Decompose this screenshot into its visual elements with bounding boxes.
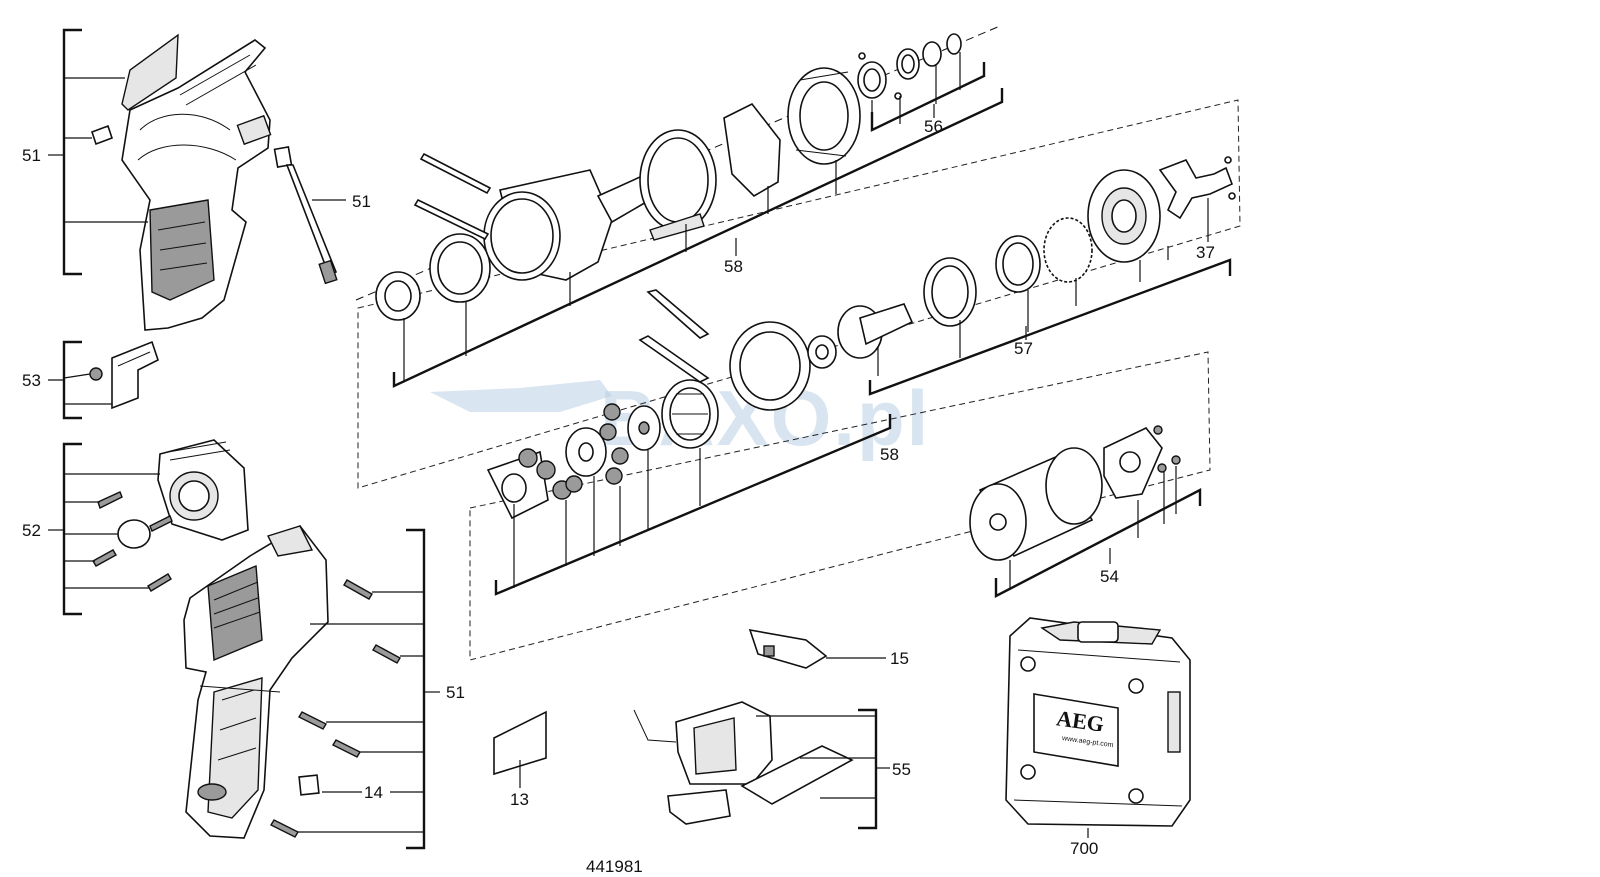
label-54: 54	[1100, 567, 1119, 586]
housing-half-part	[90, 33, 272, 331]
bracket-56	[870, 62, 986, 132]
label-700: 700	[1070, 839, 1098, 858]
carry-case: AEG www.aeg-pt.com	[1005, 617, 1191, 838]
bracket-51-top	[62, 28, 82, 276]
bracket-58-lower	[494, 414, 892, 596]
front-cap-part	[92, 439, 249, 592]
sticker-part	[493, 710, 547, 788]
assembly-frame-upper	[357, 99, 1241, 489]
label-58-upper: 58	[724, 257, 743, 276]
bracket-53	[62, 340, 82, 420]
label-58-lower: 58	[880, 445, 899, 464]
bracket-54	[994, 488, 1202, 598]
assembly-frame-lower	[469, 351, 1211, 661]
label-37: 37	[1196, 243, 1215, 262]
label-14: 14	[364, 783, 383, 802]
bracket-52	[62, 442, 82, 616]
label-55: 55	[892, 760, 911, 779]
switch-parts	[633, 628, 886, 825]
label-53: 53	[22, 371, 41, 390]
bracket-58-upper	[392, 88, 1004, 388]
footer-code: 441981	[586, 857, 643, 876]
label-15: 15	[890, 649, 909, 668]
gear-housing-parts	[375, 33, 962, 321]
label-51-bottom: 51	[446, 683, 465, 702]
label-13: 13	[510, 790, 529, 809]
bracket-55	[858, 708, 878, 830]
label-51-top: 51	[22, 146, 41, 165]
label-56: 56	[924, 117, 943, 136]
bracket-51-bottom	[406, 528, 426, 850]
housing-screws	[270, 579, 401, 838]
bracket-57	[868, 258, 1232, 396]
housing-full-part	[183, 524, 329, 839]
label-52: 52	[22, 521, 41, 540]
label-57: 57	[1014, 339, 1033, 358]
belt-clip-part	[89, 340, 159, 410]
planetary-gear-parts	[486, 379, 719, 520]
label-51-cable: 51	[352, 192, 371, 211]
hammer-mechanism-parts	[638, 156, 1236, 411]
cable-part	[273, 145, 346, 285]
motor-parts	[969, 425, 1181, 561]
